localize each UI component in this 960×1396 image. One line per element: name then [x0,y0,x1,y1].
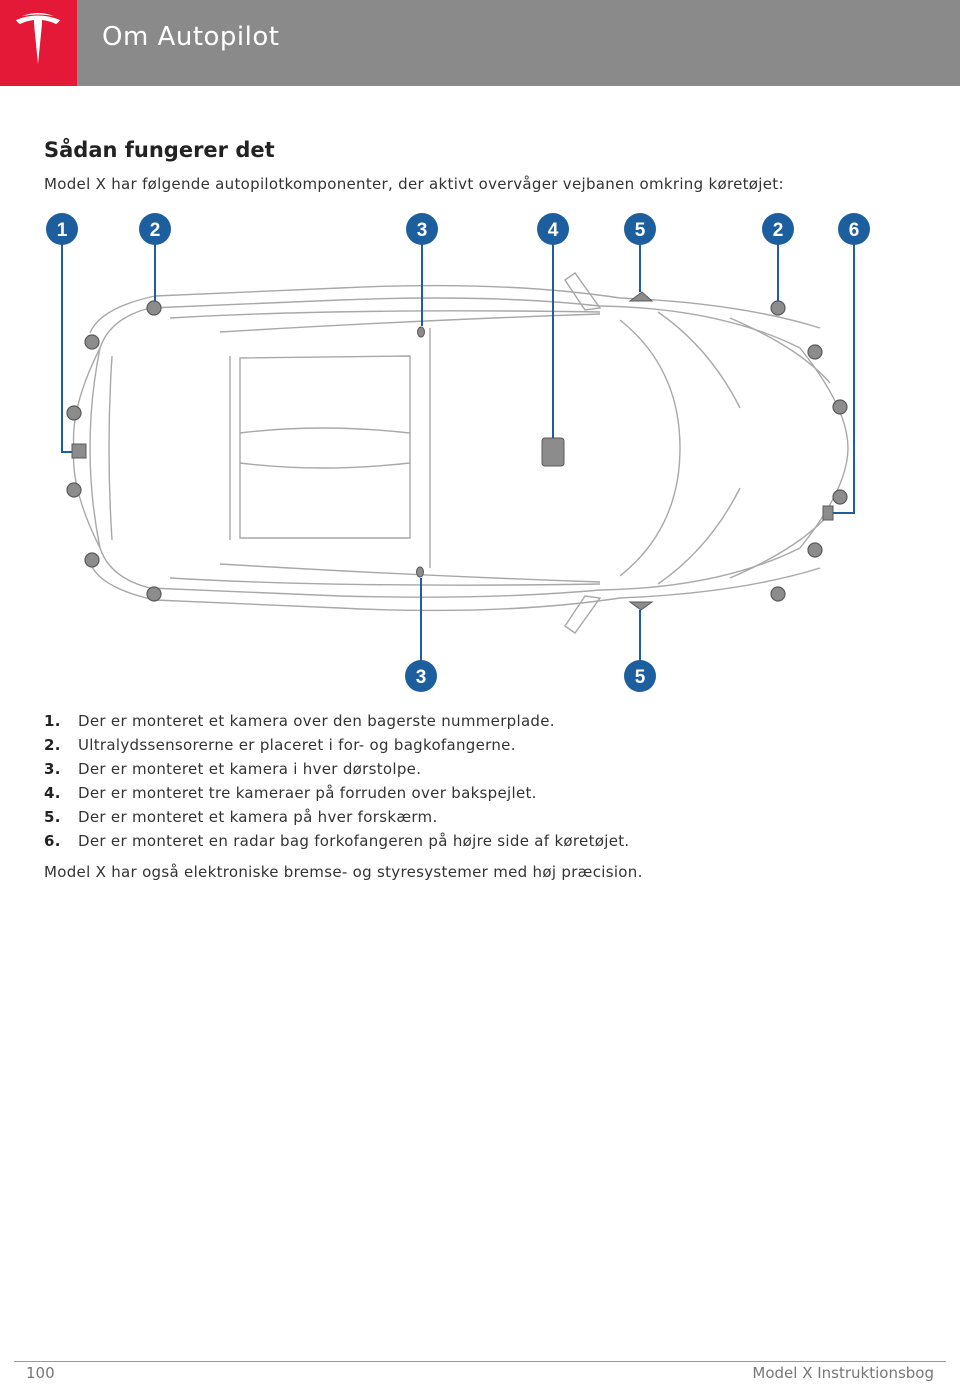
mirror-right [564,595,602,634]
header-bar: Om Autopilot [0,0,960,86]
ultrasonic-sensor [66,405,82,421]
legend-text: Der er monteret tre kameraer på forruden… [78,784,537,802]
page-number: 100 [26,1364,55,1382]
legend-text: Der er monteret et kamera i hver dørstol… [78,760,422,778]
callout-2-front: 2 [762,213,794,245]
callout-label: 2 [150,220,161,241]
car-outline [72,284,849,612]
legend-text: Der er monteret et kamera på hver forskæ… [78,808,438,826]
ultrasonic-sensor [770,300,786,316]
pillar-camera-right [416,566,424,578]
front-radar [822,505,834,521]
footer-divider [14,1361,946,1362]
page-title: Om Autopilot [102,22,280,52]
ultrasonic-sensor [770,586,786,602]
pillar-camera-left [417,326,425,338]
ultrasonic-sensors [66,300,848,602]
car-sensor-diagram: 1 2 3 4 5 2 6 3 5 [46,213,870,692]
ultrasonic-sensor [807,344,823,360]
rear-camera [71,443,87,459]
tesla-logo-icon [16,13,60,64]
legend-text: Ultralydssensorerne er placeret i for- o… [78,736,516,754]
legend-number: 6. [44,832,61,850]
intro-text: Model X har følgende autopilotkomponente… [44,175,784,193]
callout-lines [61,243,855,663]
ultrasonic-sensor [84,552,100,568]
callout-label: 5 [635,667,646,688]
closing-text: Model X har også elektroniske bremse- og… [44,863,643,881]
footer-manual-title: Model X Instruktionsbog [752,1364,934,1382]
ultrasonic-sensor [832,399,848,415]
mirror-left [564,272,602,311]
windshield-cameras [541,437,565,467]
callout-5-bottom: 5 [624,660,656,692]
callout-2: 2 [139,213,171,245]
legend-number: 4. [44,784,61,802]
brand-logo [0,0,77,86]
callout-label: 4 [548,220,559,241]
callout-label: 3 [416,667,427,688]
ultrasonic-sensor [84,334,100,350]
callout-label: 6 [849,220,860,241]
callout-4: 4 [537,213,569,245]
callout-3-bottom: 3 [405,660,437,692]
callout-1: 1 [46,213,78,245]
legend-number: 1. [44,712,61,730]
section-heading: Sådan fungerer det [44,138,275,162]
callout-6: 6 [838,213,870,245]
callout-label: 1 [57,220,68,241]
legend-number: 2. [44,736,61,754]
legend-number: 3. [44,760,61,778]
callout-3: 3 [406,213,438,245]
ultrasonic-sensor [66,482,82,498]
ultrasonic-sensor [146,586,162,602]
callout-label: 2 [773,220,784,241]
callout-5: 5 [624,213,656,245]
ultrasonic-sensor [832,489,848,505]
legend-number: 5. [44,808,61,826]
ultrasonic-sensor [807,542,823,558]
ultrasonic-sensor [146,300,162,316]
callout-label: 5 [635,220,646,241]
legend-text: Der er monteret et kamera over den bager… [78,712,555,730]
fender-camera-left [628,291,654,302]
fender-camera-right [628,601,654,611]
callout-label: 3 [417,220,428,241]
legend-text: Der er monteret en radar bag forkofanger… [78,832,630,850]
